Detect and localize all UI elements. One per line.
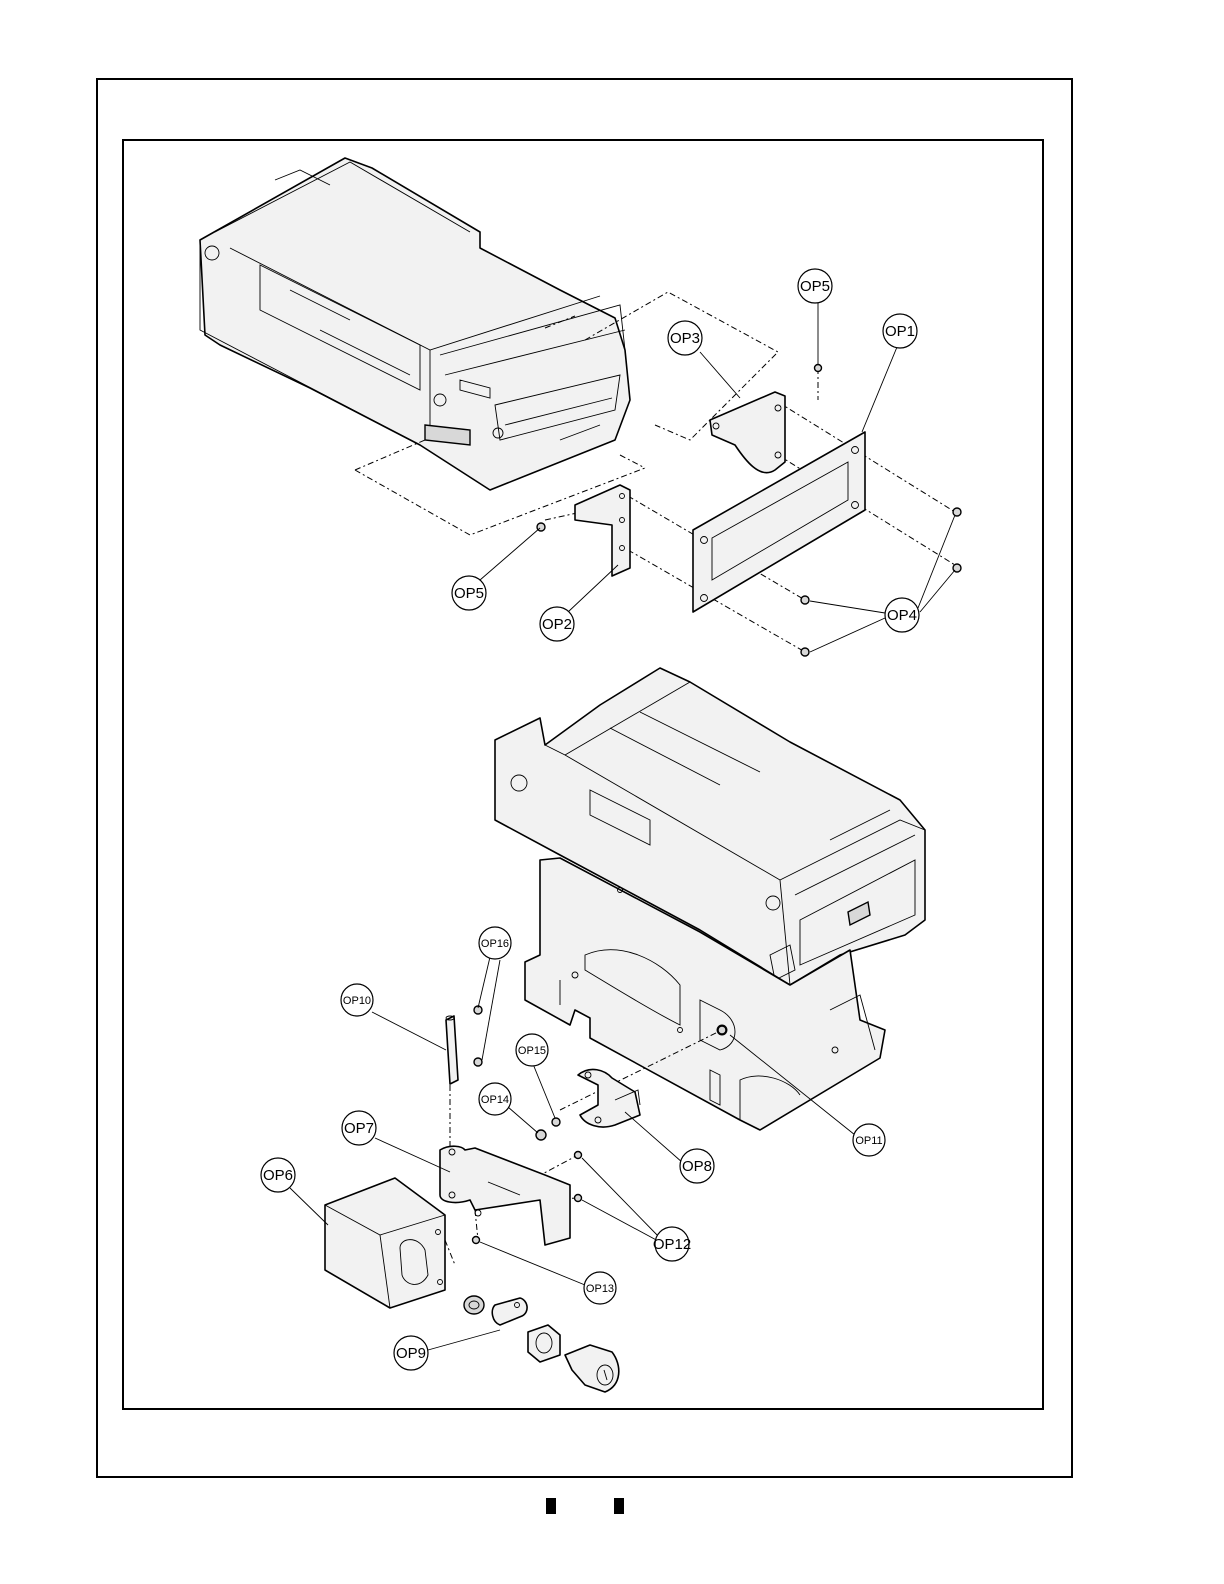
- callout-op3: OP3: [668, 321, 702, 355]
- callout-op7: OP7: [342, 1111, 376, 1145]
- svg-text:OP5: OP5: [800, 278, 830, 295]
- part-op7-bracket: [440, 1146, 570, 1245]
- part-op3-bracket: [710, 392, 785, 473]
- svg-text:OP10: OP10: [343, 995, 371, 1007]
- callout-op6: OP6: [261, 1158, 295, 1192]
- callout-op16: OP16: [479, 927, 511, 959]
- part-op6-cover: [325, 1178, 445, 1308]
- part-op15-washer: [552, 1118, 560, 1126]
- svg-text:OP9: OP9: [396, 1345, 426, 1362]
- part-op16-clips: [474, 1006, 482, 1066]
- callout-op4: OP4: [885, 598, 919, 632]
- svg-text:OP2: OP2: [542, 616, 572, 633]
- callout-op2: OP2: [540, 607, 574, 641]
- svg-text:OP3: OP3: [670, 330, 700, 347]
- callout-op13: OP13: [584, 1272, 616, 1304]
- svg-text:OP1: OP1: [885, 323, 915, 340]
- svg-text:OP11: OP11: [855, 1135, 882, 1147]
- part-op14-nut: [536, 1130, 546, 1140]
- part-op2-bracket: [575, 485, 630, 576]
- screw-op4-c: [801, 596, 809, 604]
- callout-op9: OP9: [394, 1336, 428, 1370]
- part-op9-lock: [464, 1296, 619, 1392]
- callout-op8: OP8: [680, 1149, 714, 1183]
- callout-op10: OP10: [341, 984, 373, 1016]
- validator-unit-top: [200, 158, 630, 490]
- part-op13-screw: [473, 1237, 480, 1244]
- part-op10-pin: [446, 1016, 458, 1084]
- screw-op4-a: [953, 508, 961, 516]
- callout-op12: OP12: [653, 1227, 691, 1261]
- callout-op14: OP14: [479, 1083, 511, 1115]
- svg-text:OP15: OP15: [518, 1045, 546, 1057]
- svg-text:OP16: OP16: [481, 938, 509, 950]
- svg-text:OP14: OP14: [481, 1094, 509, 1106]
- callout-op1: OP1: [883, 314, 917, 348]
- svg-text:OP4: OP4: [887, 607, 917, 624]
- footer-mark-left: [546, 1498, 556, 1514]
- part-op12-screws: [575, 1152, 582, 1202]
- callout-op15: OP15: [516, 1034, 548, 1066]
- screw-op5-top: [815, 365, 822, 372]
- svg-text:OP12: OP12: [653, 1236, 691, 1253]
- svg-text:OP8: OP8: [682, 1158, 712, 1175]
- callout-op5-top: OP5: [798, 269, 832, 303]
- callout-op5-left: OP5: [452, 576, 486, 610]
- part-op11-stud: [718, 1026, 726, 1034]
- callout-op11: OP11: [853, 1124, 885, 1156]
- svg-text:OP6: OP6: [263, 1167, 293, 1184]
- svg-text:OP7: OP7: [344, 1120, 374, 1137]
- screw-op4-d: [801, 648, 809, 656]
- svg-text:OP13: OP13: [586, 1283, 614, 1295]
- part-op8-latch: [578, 1069, 640, 1127]
- footer-mark-right: [614, 1498, 624, 1514]
- svg-text:OP5: OP5: [454, 585, 484, 602]
